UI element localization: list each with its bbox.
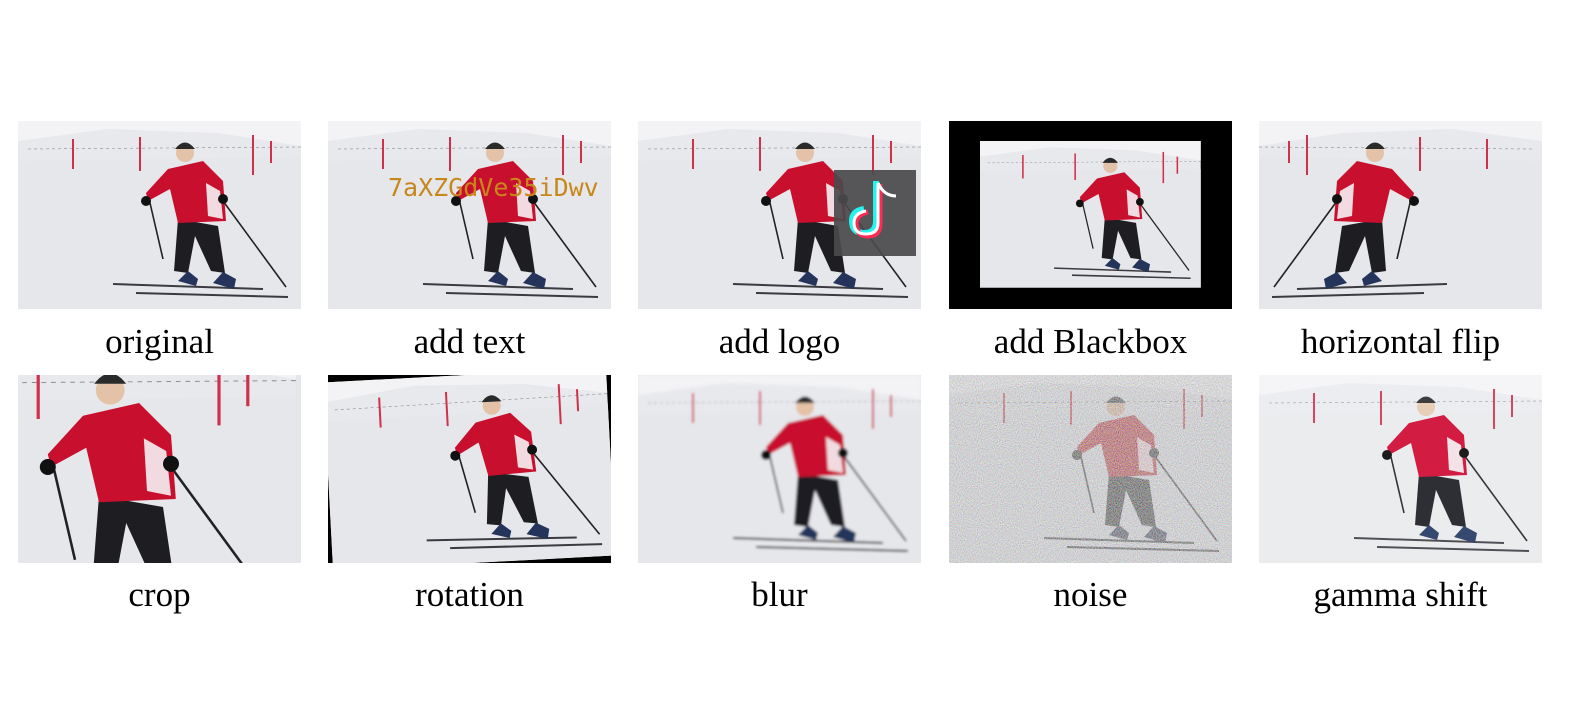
caption-original: original bbox=[105, 322, 214, 361]
caption-horizontal-flip: horizontal flip bbox=[1300, 322, 1501, 361]
image-blur bbox=[638, 375, 921, 563]
caption-crop: crop bbox=[128, 575, 191, 614]
image-crop bbox=[18, 375, 301, 563]
image-gamma-shift bbox=[1259, 375, 1542, 563]
image-rotation bbox=[328, 375, 611, 563]
caption-noise: noise bbox=[1053, 575, 1128, 614]
overlay-text: 7aXZGdVe35iDwv bbox=[388, 173, 599, 202]
image-horizontal-flip bbox=[1259, 121, 1542, 309]
caption-gamma-shift: gamma shift bbox=[1313, 575, 1488, 614]
caption-add-text: add text bbox=[413, 322, 526, 361]
image-original bbox=[18, 121, 301, 309]
caption-rotation: rotation bbox=[415, 575, 524, 614]
caption-add-blackbox: add Blackbox bbox=[993, 322, 1188, 361]
image-noise bbox=[949, 375, 1232, 563]
tiktok-logo-icon bbox=[834, 170, 916, 256]
image-add-text: 7aXZGdVe35iDwv bbox=[328, 121, 611, 309]
image-add-logo bbox=[638, 121, 921, 309]
caption-add-logo: add logo bbox=[718, 322, 841, 361]
caption-blur: blur bbox=[751, 575, 808, 614]
image-add-blackbox bbox=[949, 121, 1232, 309]
